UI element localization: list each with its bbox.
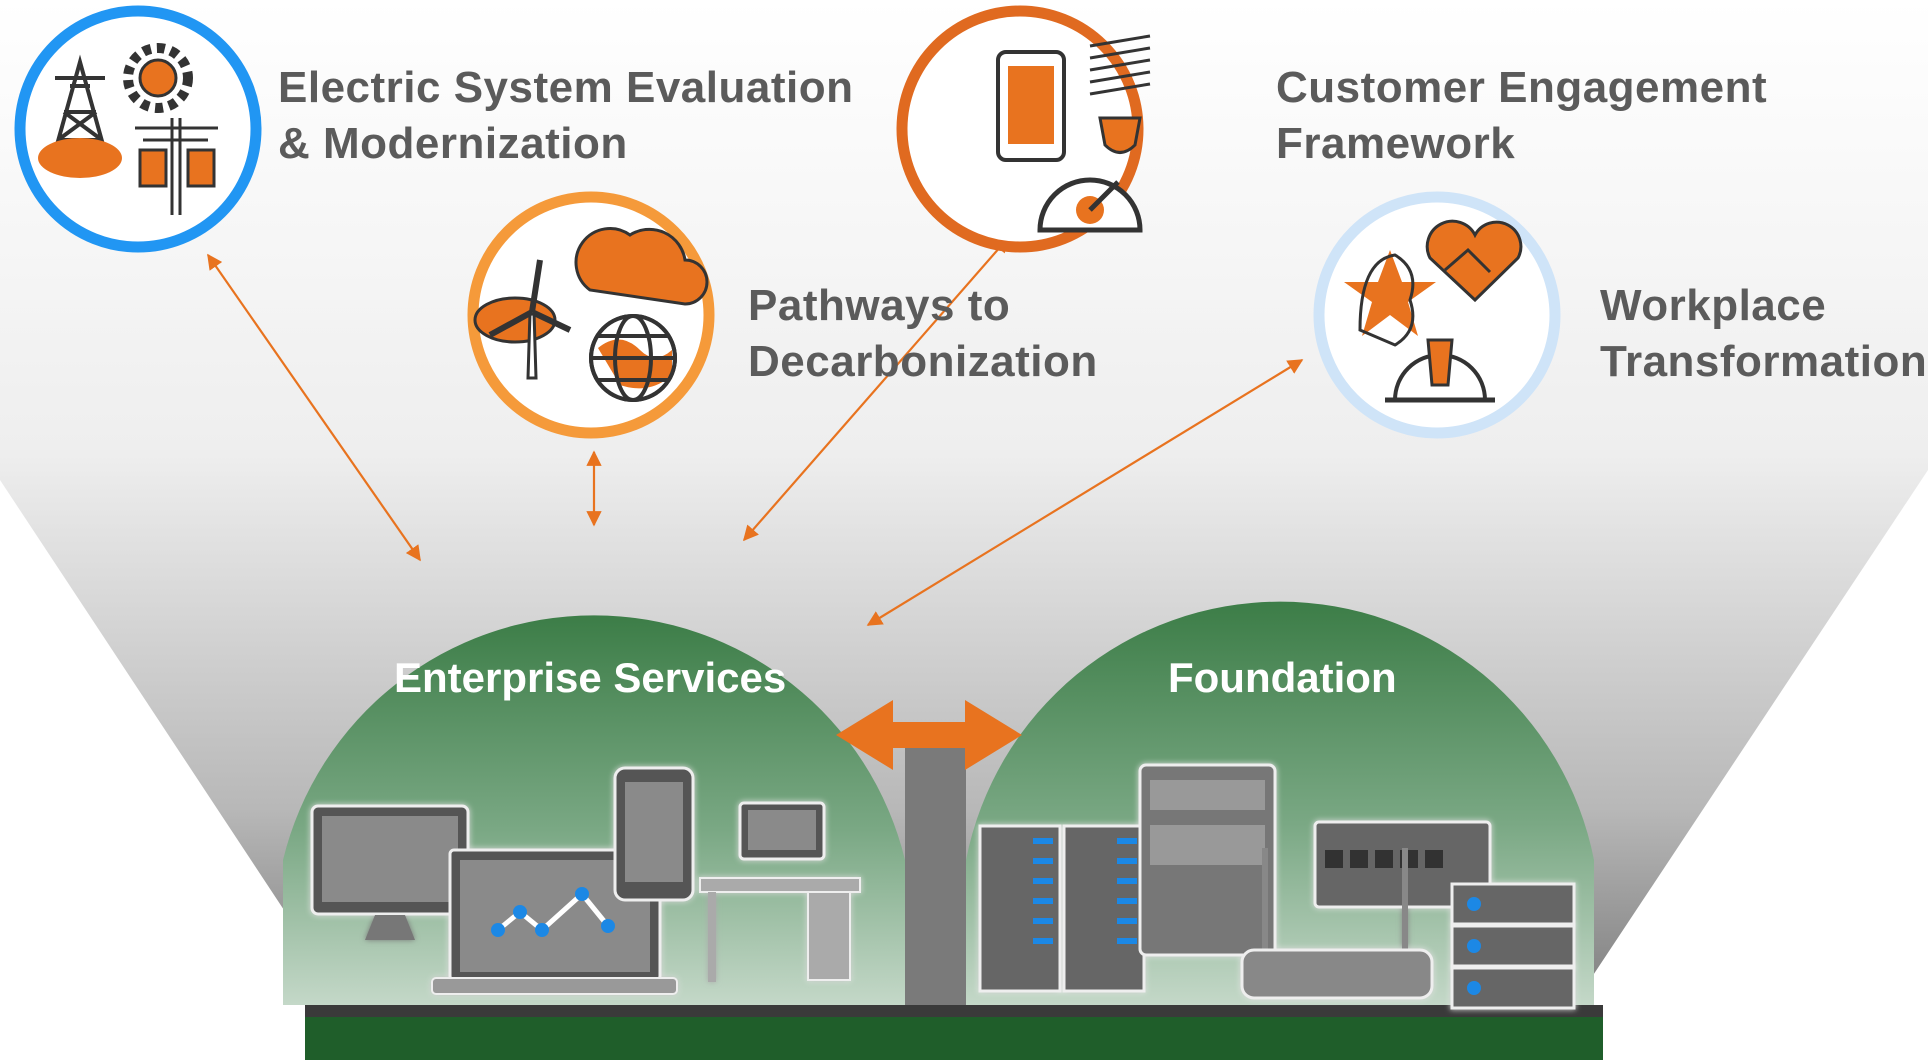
base-platform-top — [305, 1005, 1603, 1017]
initiative-label-decarbonization: Pathways to Decarbonization — [748, 278, 1098, 390]
desk-computer-icon — [699, 801, 861, 982]
utility-pole-icon — [135, 118, 218, 215]
transmission-tower-icon — [38, 54, 122, 178]
initiative-label-line: & Modernization — [278, 119, 628, 168]
initiative-circle-electric — [14, 5, 262, 253]
cloud-icon — [574, 227, 709, 306]
storage-stack-icon — [1450, 882, 1576, 1010]
initiative-circle-decarbonization — [467, 191, 715, 439]
desktop-monitor-icon — [310, 804, 470, 940]
smart-bulb-icon — [1089, 34, 1151, 154]
initiative-label-workplace: Workplace Transformation — [1600, 278, 1927, 390]
network-appliance-icon — [1138, 763, 1277, 957]
initiative-label-line: Electric System Evaluation — [278, 63, 854, 112]
tablet-icon — [613, 766, 695, 902]
initiative-label-line: Framework — [1276, 119, 1516, 168]
employee-star-icon — [1344, 250, 1436, 347]
initiative-circle-customer — [896, 5, 1151, 253]
globe-icon — [589, 314, 677, 402]
server-rack-icon — [978, 824, 1146, 993]
router-icon — [1240, 848, 1434, 1000]
meter-gauge-icon — [1037, 177, 1143, 233]
initiative-label-electric: Electric System Evaluation & Modernizati… — [278, 60, 853, 172]
initiative-label-customer: Customer Engagement Framework — [1276, 60, 1767, 172]
initiative-label-line: Decarbonization — [748, 337, 1098, 386]
initiative-label-line: Pathways to — [748, 281, 1011, 330]
wind-turbine-icon — [473, 259, 572, 380]
smartphone-icon — [996, 50, 1066, 162]
hard-hat-icon — [1385, 338, 1495, 403]
connector-arrow-electric — [207, 253, 421, 562]
dome-title-enterprise: Enterprise Services — [394, 654, 787, 701]
handshake-heart-icon — [1425, 219, 1523, 303]
connector-arrow-workplace — [866, 359, 1304, 626]
foundation-equipment — [978, 763, 1576, 1010]
bidirectional-arrow — [836, 700, 1022, 770]
initiative-label-line: Transformation — [1600, 337, 1928, 386]
dome-connector — [905, 745, 966, 1005]
initiative-label-line: Workplace — [1600, 281, 1827, 330]
gear-icon — [123, 43, 193, 113]
base-platform — [305, 1017, 1603, 1060]
dome-title-foundation: Foundation — [1168, 654, 1397, 701]
initiative-circle-workplace — [1313, 191, 1561, 439]
initiative-label-line: Customer Engagement — [1276, 63, 1768, 112]
enterprise-equipment — [310, 766, 861, 995]
